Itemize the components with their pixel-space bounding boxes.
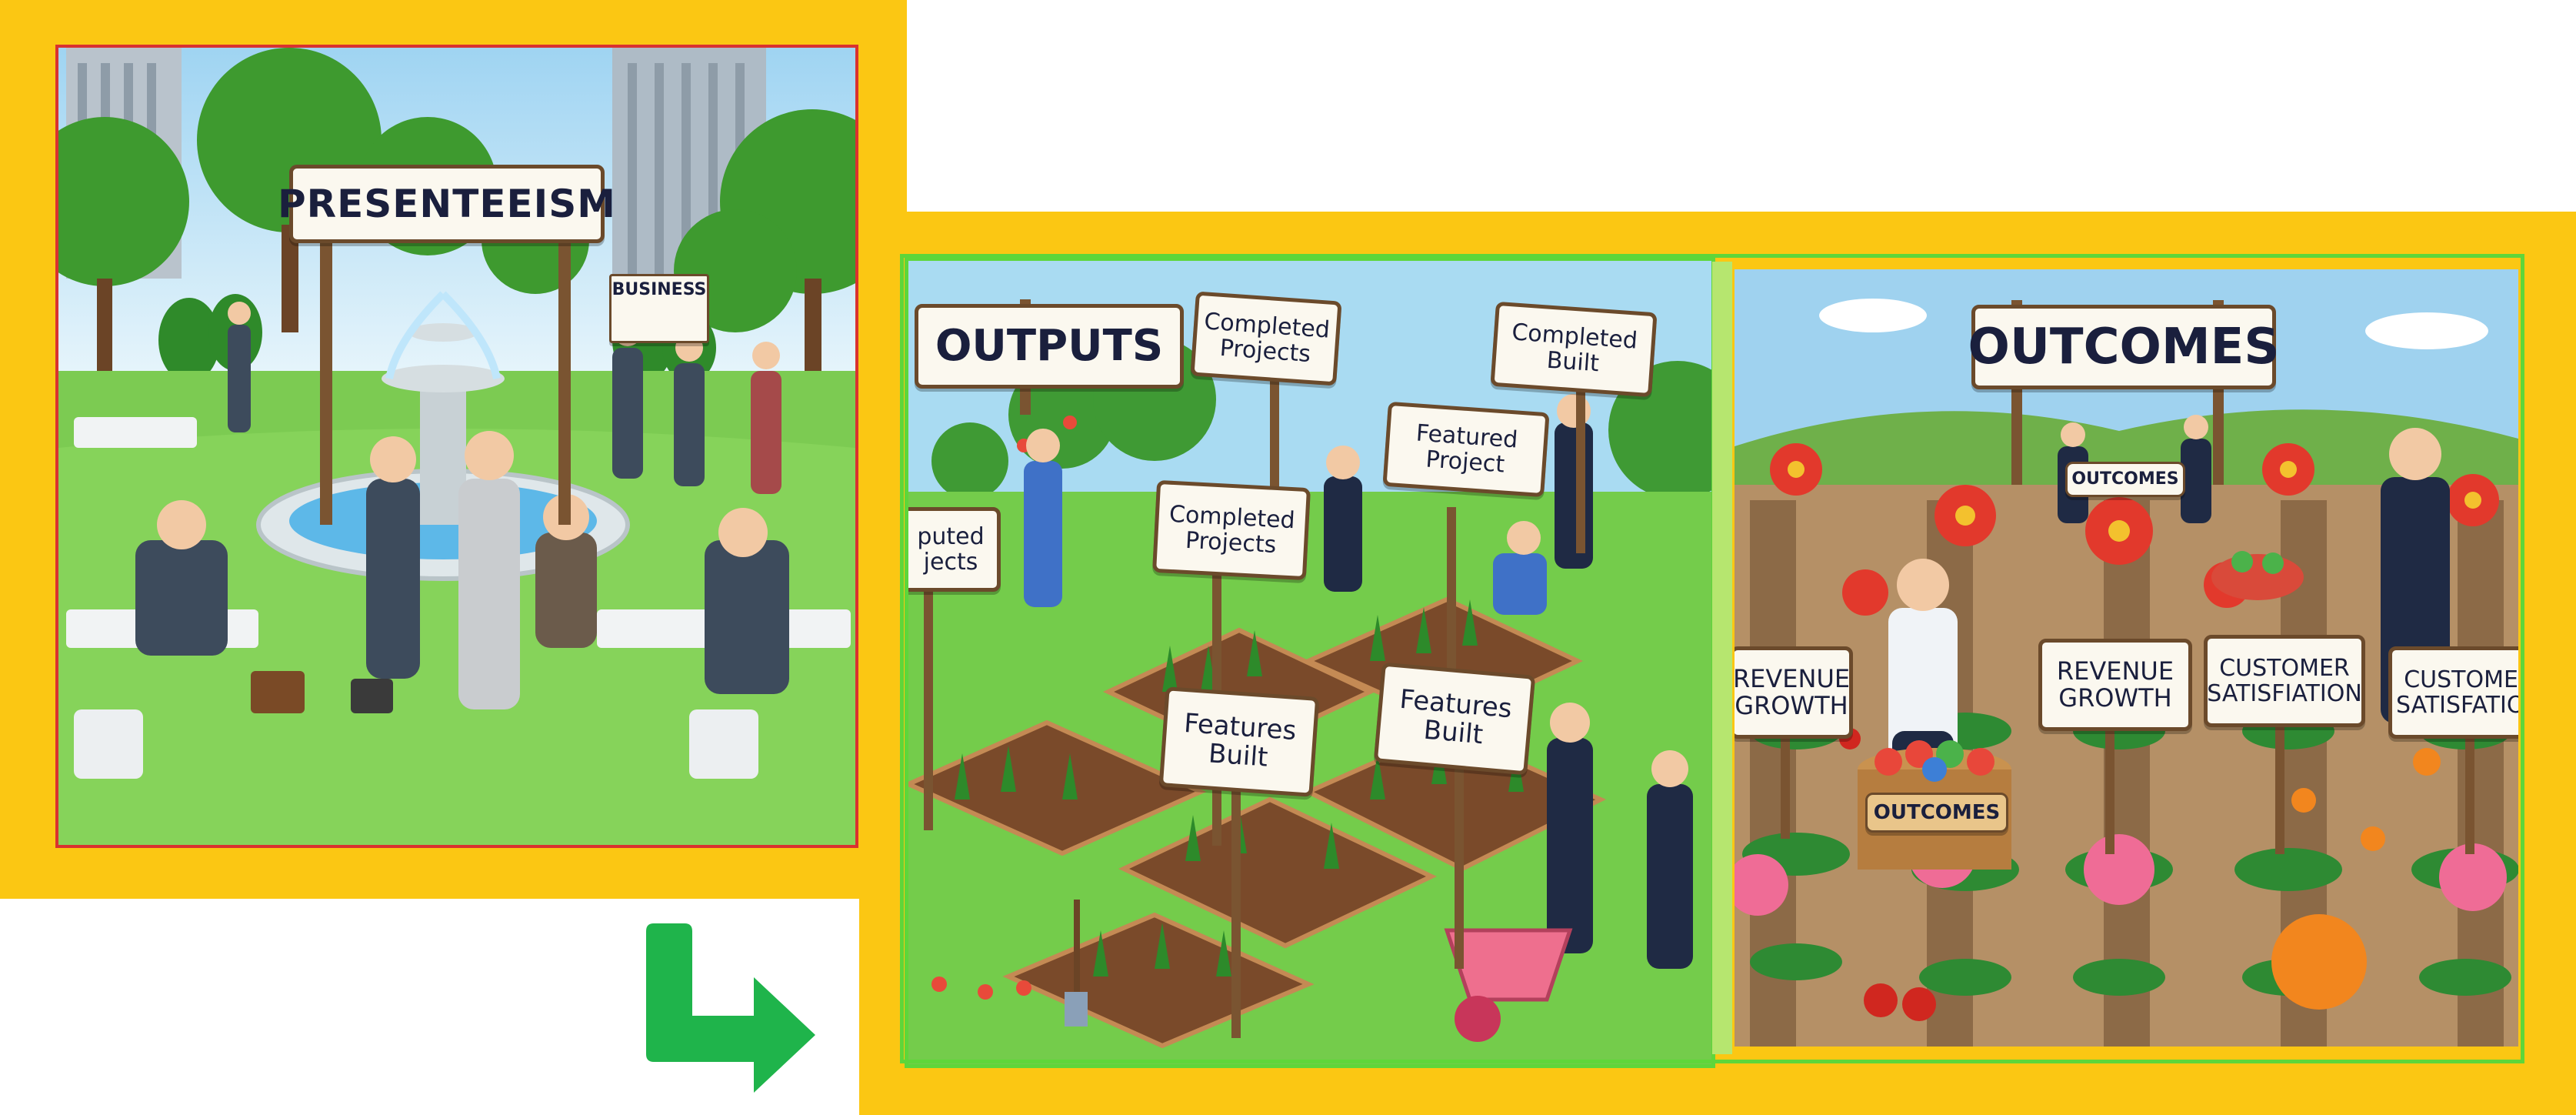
completed-projects-sign-mid: Completed Projects [1151, 479, 1311, 581]
sign-post-7 [1455, 738, 1464, 969]
sign-post-right [558, 240, 571, 525]
completed-projects-sign-top: Completed Projects [1190, 291, 1342, 386]
outcomes-sign: OUTCOMES [1968, 305, 2279, 389]
outputs-illustration: OUTPUTS Completed Projects Completed Bui… [905, 257, 1715, 1068]
outcomes-small-sign: OUTCOMES [2065, 462, 2185, 497]
sign-text: puted jects [917, 523, 985, 576]
customer-satisfaction-sign-right: CUSTOMER SATISFATION [2388, 646, 2518, 739]
computed-projects-sign-partial: puted jects [908, 507, 1001, 592]
sign-text: Features Built [1183, 707, 1298, 773]
outcomes-sign-text: OUTCOMES [1968, 318, 2280, 376]
sign-post-5 [924, 561, 933, 830]
sign-text: Features Built [1398, 683, 1514, 751]
outcomes-illustration: OUTCOMES OUTCOMES OUTCOMES REVENUE GROWT… [1735, 269, 2518, 1047]
presenteeism-sign-text: PRESENTEEISM [277, 181, 617, 226]
revenue-growth-sign-left: REVENUE GROWTH [1735, 646, 1853, 739]
features-built-sign-lower: Features Built [1158, 686, 1320, 797]
completed-built-sign: Completed Built [1490, 301, 1658, 398]
features-built-sign-right: Features Built [1373, 662, 1536, 776]
outputs-sign: OUTPUTS [915, 304, 1184, 389]
panel-divider [1712, 262, 1732, 1054]
sign-post-left [320, 240, 332, 525]
sign-text: REVENUE GROWTH [2056, 656, 2174, 713]
sign-post-6 [1231, 776, 1241, 1038]
basket-label-text: OUTCOMES [1873, 800, 2001, 824]
sign-text: Completed Built [1511, 319, 1638, 378]
business-flipchart: BUSINESS [609, 274, 709, 343]
revenue-growth-sign-center: REVENUE GROWTH [2038, 639, 2192, 731]
presenteeism-illustration: PRESENTEEISM BUSINESS [55, 45, 858, 848]
sign-text: Completed Projects [1203, 308, 1331, 369]
flipchart-text: BUSINESS [612, 280, 707, 299]
sign-text: CUSTOMER SATISFIATION [2207, 655, 2362, 707]
featured-project-sign: Featured Project [1382, 401, 1550, 498]
right-turn-arrow-icon [646, 923, 815, 1093]
sign-text: REVENUE GROWTH [1735, 663, 1851, 720]
sign-text: Featured Project [1415, 419, 1519, 479]
sign-post-2 [1576, 353, 1585, 553]
customer-satisfaction-sign-center: CUSTOMER SATISFIATION [2204, 635, 2365, 727]
small-sign-text: OUTCOMES [2071, 469, 2179, 489]
sign-text: Completed Projects [1168, 500, 1296, 559]
outputs-sign-text: OUTPUTS [935, 321, 1164, 372]
garden-scene-outcomes [1735, 269, 2518, 1047]
sign-text: CUSTOMER SATISFATION [2396, 666, 2518, 719]
presenteeism-sign: PRESENTEEISM [278, 165, 615, 243]
outcomes-basket-label: OUTCOMES [1865, 793, 2008, 833]
